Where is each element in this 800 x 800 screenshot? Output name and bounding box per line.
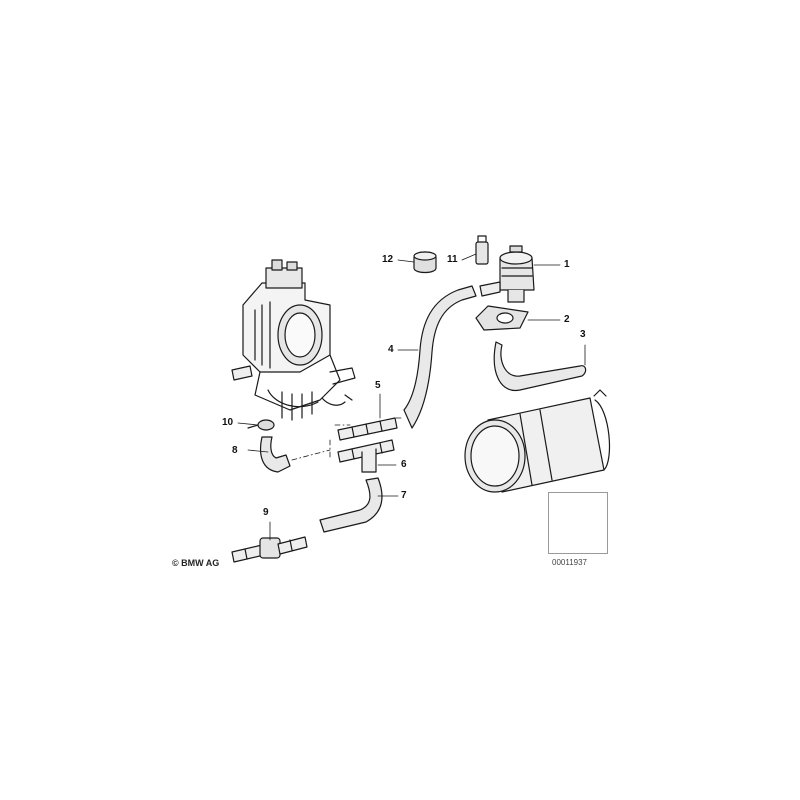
- throttle-body: [231, 259, 356, 421]
- activated-carbon-canister: [464, 389, 611, 493]
- hose-7: [319, 477, 383, 533]
- hose-8: [259, 436, 291, 473]
- callout-9: 9: [263, 507, 269, 518]
- callout-8: 8: [232, 445, 238, 456]
- callout-3: 3: [580, 329, 586, 340]
- thumbnail-frame: [548, 492, 608, 554]
- cap-12: [413, 251, 437, 274]
- callout-1: 1: [564, 259, 570, 270]
- callout-12: 12: [382, 254, 394, 265]
- callout-11: 11: [447, 254, 458, 265]
- hose-3: [493, 341, 587, 391]
- hose-4: [403, 285, 477, 429]
- callout-5: 5: [375, 380, 381, 391]
- callout-10: 10: [222, 417, 234, 428]
- copyright-notice: © BMW AG: [172, 558, 220, 568]
- bracket-2: [475, 305, 529, 331]
- connector-6: [337, 439, 395, 473]
- hose-clamp: [247, 419, 275, 431]
- callout-4: 4: [388, 344, 394, 355]
- valve-1: [479, 245, 535, 303]
- sensor-11: [475, 235, 489, 265]
- callout-7: 7: [401, 490, 407, 501]
- diagram-code: 00011937: [552, 558, 587, 567]
- callout-6: 6: [401, 459, 407, 470]
- connector-5: [337, 417, 398, 441]
- valve-9: [231, 536, 308, 563]
- callout-2: 2: [564, 314, 570, 325]
